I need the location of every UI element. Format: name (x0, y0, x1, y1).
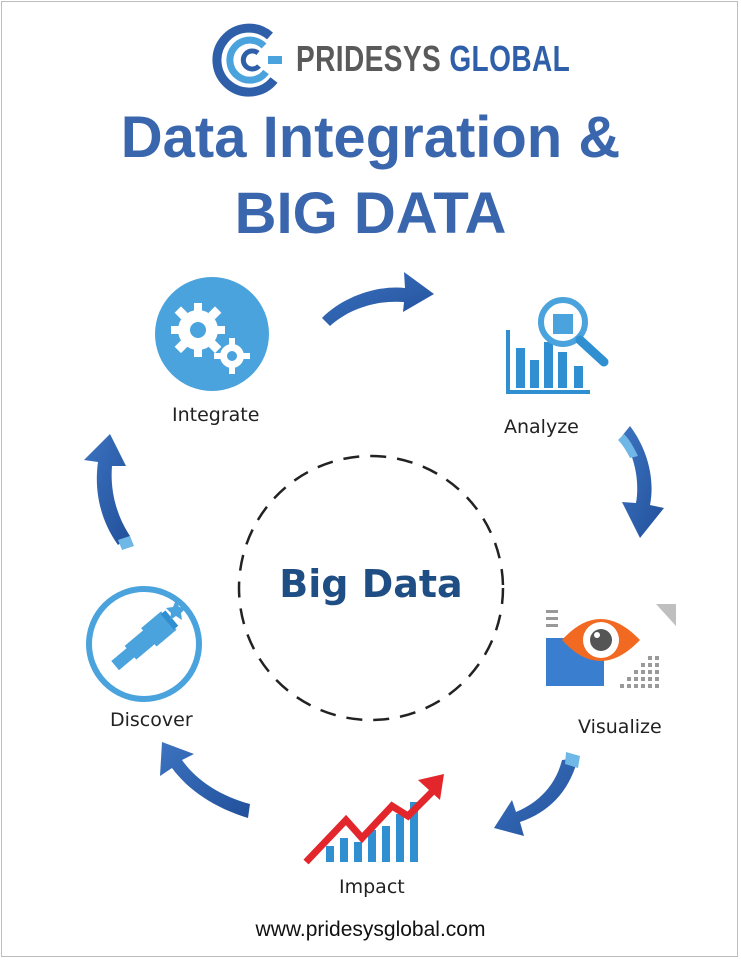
center-dashed-circle (237, 454, 505, 722)
cycle-arrow-visualize-to-impact (494, 752, 580, 836)
step-label-analyze: Analyze (504, 416, 579, 438)
brand-logo: PRIDESYS GLOBAL (208, 20, 570, 100)
gears-icon (155, 277, 269, 391)
center-label: Big Data (279, 562, 463, 606)
cycle-arrow-impact-to-discover (160, 742, 250, 818)
telescope-icon (86, 586, 202, 702)
brand-name-part1: PRIDESYS (296, 38, 442, 79)
footer-url[interactable]: www.pridesysglobal.com (255, 918, 486, 941)
cycle-arrow-discover-to-integrate (84, 434, 134, 550)
step-label-visualize: Visualize (578, 716, 662, 738)
brand-name: PRIDESYS GLOBAL (296, 38, 570, 80)
headline-line2: BIG DATA (234, 181, 507, 246)
eye-report-icon (546, 604, 676, 688)
step-label-integrate: Integrate (172, 404, 260, 426)
concentric-c-logo-icon (212, 23, 282, 97)
cycle-arrow-analyze-to-visualize (618, 426, 664, 538)
headline-line1: Data Integration & (120, 105, 621, 170)
bar-chart-magnifier-icon (506, 297, 609, 394)
step-label-discover: Discover (110, 709, 193, 731)
brand-name-part2: GLOBAL (449, 38, 571, 79)
cycle-arrow-integrate-to-analyze (322, 272, 434, 326)
rising-chart-arrow-icon (303, 774, 444, 865)
step-label-impact: Impact (339, 876, 405, 898)
